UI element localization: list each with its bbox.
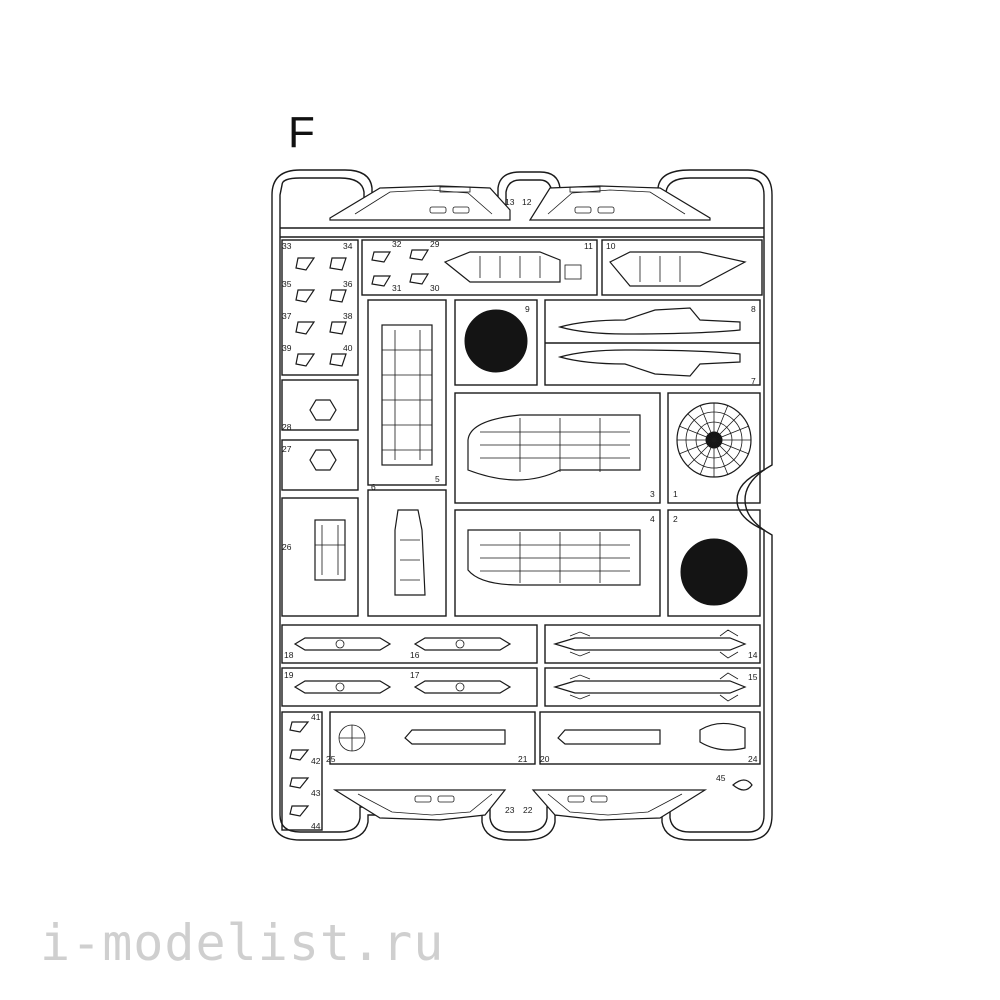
- bomb-racks-19-17: [281, 667, 538, 707]
- part-23-wing-root: [332, 789, 507, 821]
- part-9-disc: [454, 299, 538, 386]
- part-label-12: 12: [522, 197, 532, 207]
- part-label-13: 13: [505, 197, 515, 207]
- part-label-44: 44: [311, 821, 321, 831]
- part-label-34: 34: [343, 241, 353, 251]
- bomb-racks-18-16: [281, 624, 538, 664]
- part-label-19: 19: [284, 670, 294, 680]
- part-1-fan: [667, 392, 761, 504]
- watermark: i-modelist.ru: [40, 914, 444, 972]
- part-label-10: 10: [606, 241, 616, 251]
- part-label-39: 39: [282, 343, 292, 353]
- part-label-9: 9: [525, 304, 530, 314]
- part-label-41: 41: [311, 712, 321, 722]
- part-26-seat: [281, 497, 359, 617]
- part-label-17: 17: [410, 670, 420, 680]
- pylon-20-24: [539, 711, 761, 765]
- part-label-1: 1: [673, 489, 678, 499]
- cockpit-parts-box-10: [601, 239, 763, 296]
- part-label-25: 25: [326, 754, 336, 764]
- part-label-40: 40: [343, 343, 353, 353]
- part-label-45: 45: [716, 773, 726, 783]
- part-label-15: 15: [748, 672, 758, 682]
- part-label-26: 26: [282, 542, 292, 552]
- small-parts-box-33-40: [281, 239, 359, 376]
- sprue-letter: F: [288, 108, 315, 157]
- cockpit-floor-6-5: [367, 299, 447, 486]
- missile-14: [544, 624, 761, 664]
- part-label-5: 5: [435, 474, 440, 484]
- part-label-38: 38: [343, 311, 353, 321]
- part-label-32: 32: [392, 239, 402, 249]
- part-label-27: 27: [282, 444, 292, 454]
- part-label-3: 3: [650, 489, 655, 499]
- part-label-4: 4: [650, 514, 655, 524]
- part-label-23: 23: [505, 805, 515, 815]
- part-label-21: 21: [518, 754, 528, 764]
- part-45-hook: [732, 779, 753, 791]
- part-label-31: 31: [392, 283, 402, 293]
- part-label-29: 29: [430, 239, 440, 249]
- part-label-30: 30: [430, 283, 440, 293]
- part-label-11: 11: [584, 241, 593, 251]
- cockpit-parts-box-11: [361, 239, 598, 296]
- part-label-37: 37: [282, 311, 292, 321]
- pylon-25-21: [329, 711, 536, 765]
- part-label-43: 43: [311, 788, 321, 798]
- part-number-labels: 1 2 3 4 5 6 7 8 9 10 11 12 13 14 15 16 1…: [282, 197, 758, 831]
- missile-15: [544, 667, 761, 707]
- part-4-intake: [454, 509, 661, 617]
- part-label-7: 7: [751, 376, 756, 386]
- part-label-2: 2: [673, 514, 678, 524]
- parts-28-27: [281, 379, 359, 491]
- part-label-20: 20: [540, 754, 550, 764]
- part-label-14: 14: [748, 650, 758, 660]
- part-label-42: 42: [311, 756, 321, 766]
- part-label-28: 28: [282, 422, 292, 432]
- part-3-intake: [454, 392, 661, 504]
- part-label-35: 35: [282, 279, 292, 289]
- part-label-18: 18: [284, 650, 294, 660]
- part-label-33: 33: [282, 241, 292, 251]
- part-22-wing-root: [531, 789, 708, 821]
- part-label-6: 6: [371, 482, 376, 492]
- part-label-24: 24: [748, 754, 758, 764]
- part-label-16: 16: [410, 650, 420, 660]
- part-2-disc: [667, 509, 761, 617]
- part-label-36: 36: [343, 279, 353, 289]
- part-label-22: 22: [523, 805, 533, 815]
- part-12-wing-root: [528, 185, 711, 221]
- ejection-seat: [367, 489, 447, 617]
- parts-8-7-fuel-tanks: [544, 299, 761, 386]
- small-parts-41-44: [281, 711, 323, 831]
- sprue-frame: [271, 169, 773, 841]
- part-13-wing-root: [329, 185, 511, 221]
- part-label-8: 8: [751, 304, 756, 314]
